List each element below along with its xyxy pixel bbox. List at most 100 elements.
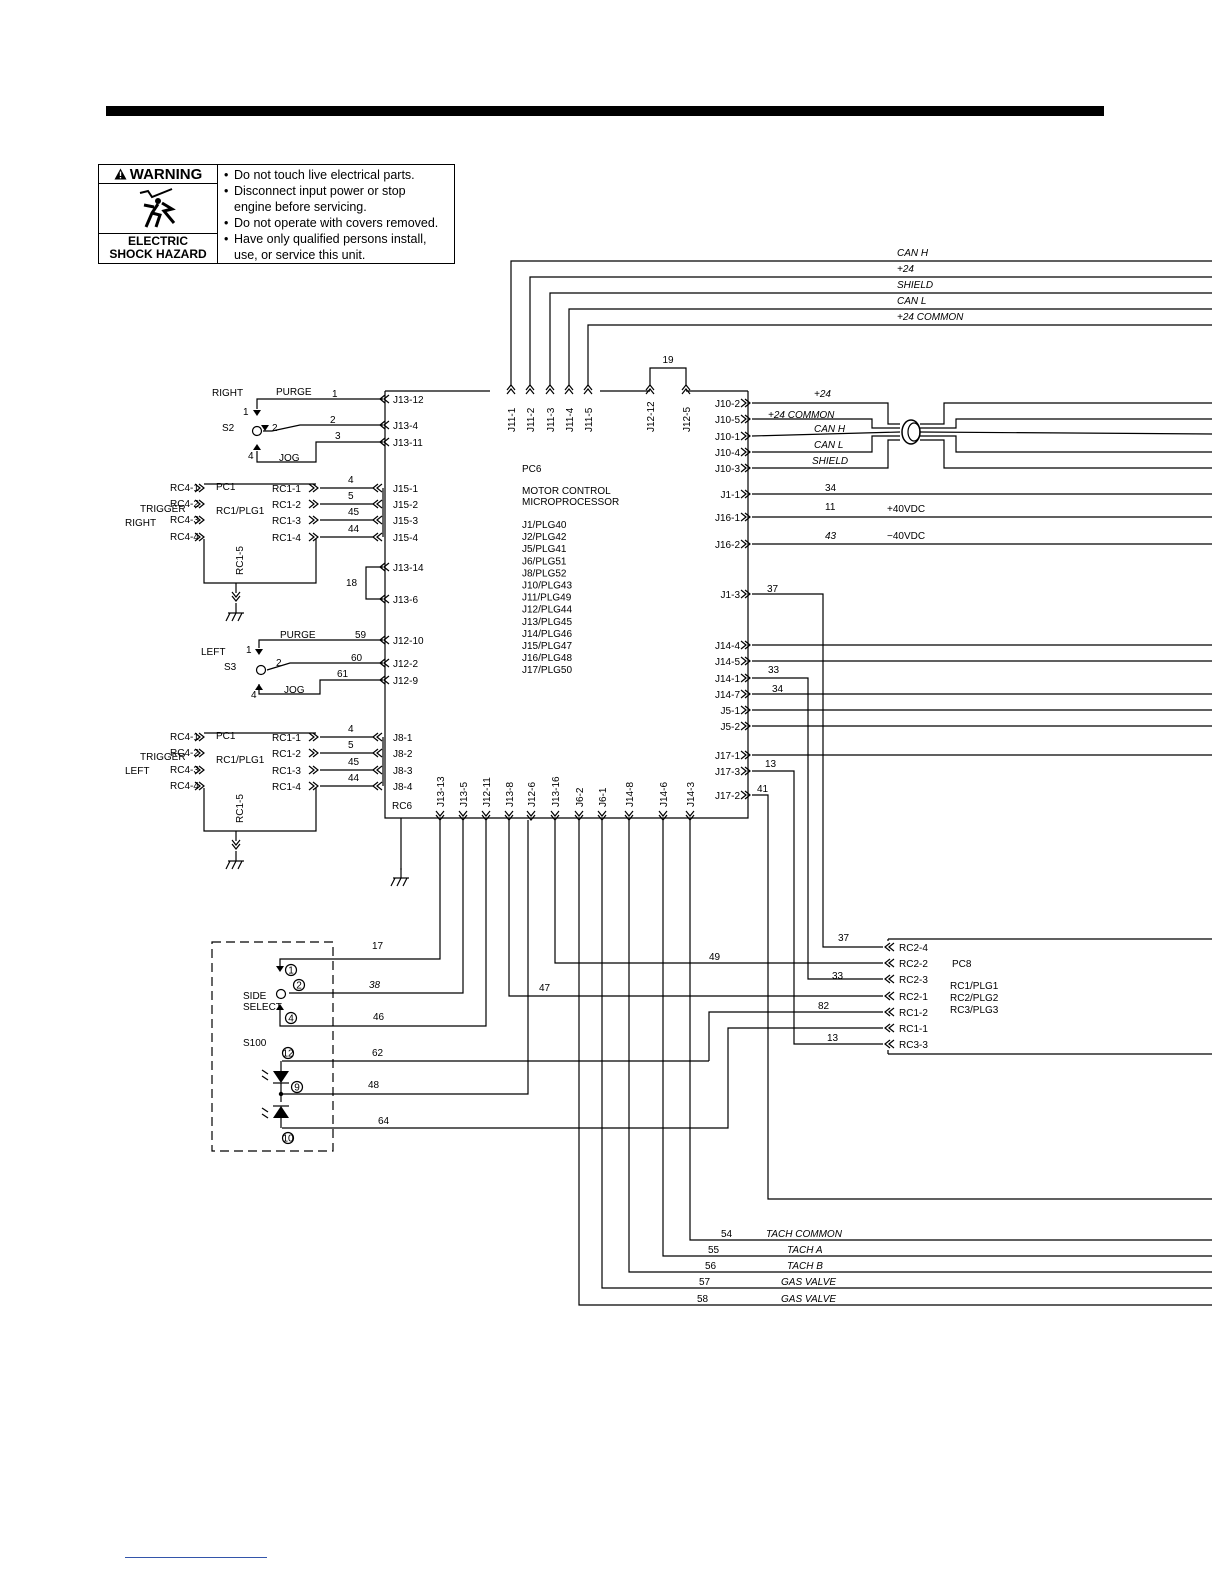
wire-number: 44 (348, 773, 360, 784)
switch-terminal-number: 2 (276, 658, 282, 669)
wire-number: 47 (539, 983, 551, 994)
connector-chevron (231, 839, 241, 850)
pin-label: J17-1 (715, 751, 740, 762)
pin-label: RC4-4 (170, 781, 199, 792)
bus-label: +24 COMMON (897, 312, 964, 323)
output-label: TACH COMMON (766, 1229, 843, 1240)
pin-label: J12-5 (682, 407, 693, 432)
pin-label: J11-4 (565, 407, 576, 432)
connector-chevron (574, 810, 584, 821)
warning-header: WARNING (99, 165, 217, 184)
bus-label: SHIELD (812, 456, 848, 467)
trigger-outline (203, 539, 317, 584)
switch-pivot (275, 988, 287, 1000)
pin-label: RC4-2 (170, 748, 199, 759)
wire-number: 13 (827, 1033, 839, 1044)
plug-list-item: J10/PLG43 (522, 581, 572, 592)
connector-chevron (740, 790, 751, 800)
switch-terminal-number: 2 (272, 423, 278, 434)
wire-number: 37 (767, 584, 779, 595)
connector-chevron (884, 974, 895, 984)
voltage-label: −40VDC (887, 531, 925, 542)
plug-list-item: J13/PLG45 (522, 617, 572, 628)
bus-wire (568, 308, 1212, 385)
side-select-label: SELECT (243, 1002, 282, 1013)
wire-49 (554, 820, 883, 964)
connector-chevron (740, 539, 751, 549)
connector-chevron (308, 765, 319, 775)
pin-label: RC1-4 (272, 782, 301, 793)
trigger-label: PC1 (216, 482, 236, 493)
warning-item-continued: engine before servicing. (234, 200, 367, 214)
connector-chevron (884, 1007, 895, 1017)
plug-list-item: J11/PLG49 (522, 593, 572, 604)
trigger-label: LEFT (125, 766, 149, 777)
wire-number: 17 (372, 941, 384, 952)
terminal-number: 2 (296, 981, 302, 992)
connector-chevron (740, 398, 751, 408)
hazard-line-1: ELECTRIC (128, 234, 188, 248)
wire-can-l (752, 435, 900, 453)
wire-61 (258, 679, 383, 695)
warning-item: Do not operate with covers removed. (224, 215, 438, 231)
connector-chevron (308, 532, 319, 542)
wire-number: 49 (709, 952, 721, 963)
board-label: MICROPROCESSOR (522, 497, 619, 508)
switch-terminal-number: 1 (246, 645, 252, 656)
pin-label: J12-12 (646, 401, 657, 432)
side-select-label: SIDE (243, 991, 267, 1002)
pin-label: J8-4 (393, 782, 413, 793)
wire-out (920, 439, 1212, 469)
pin-label: J14-6 (659, 782, 670, 807)
pin-label: RC1-3 (272, 516, 301, 527)
electric-shock-pictogram (99, 184, 217, 234)
wire-number: 44 (348, 524, 360, 535)
pin-label: J14-4 (715, 641, 740, 652)
terminal-number: 12 (282, 1049, 294, 1060)
wire-number: 62 (372, 1048, 384, 1059)
bus-label: CAN L (814, 440, 843, 451)
pin-label: J14-5 (715, 657, 740, 668)
pin-label: RC1-1 (272, 484, 301, 495)
led-ray-icon (261, 1075, 269, 1081)
wire-48 (281, 820, 529, 1095)
wire-out (919, 431, 1213, 435)
bus-wire (529, 276, 1212, 385)
connector-chevron (624, 810, 634, 821)
output-label: TACH B (787, 1261, 823, 1272)
connector-chevron (308, 483, 319, 493)
trigger-label: TRIGGER (140, 752, 186, 763)
connector-chevron (379, 420, 390, 430)
pin-label: RC1-2 (272, 749, 301, 760)
pin-label: RC3-3 (899, 1040, 928, 1051)
wire-3 (256, 441, 383, 463)
wire-number: 5 (348, 740, 354, 751)
wire-47 (508, 820, 883, 997)
pin-label: J17-3 (715, 767, 740, 778)
pin-label: RC2-3 (899, 975, 928, 986)
pin-label: RC4-4 (170, 532, 199, 543)
pin-label: RC1-4 (272, 533, 301, 544)
connector-chevron (884, 942, 895, 952)
wire-number: 55 (708, 1245, 720, 1256)
ground-icon (402, 877, 408, 887)
plug-list-item: J1/PLG40 (522, 520, 567, 531)
top-rule (106, 106, 1104, 116)
wire-number: 45 (348, 757, 360, 768)
pin-label: RC4-3 (170, 515, 199, 526)
trigger-outline (203, 788, 317, 832)
wire-number: 3 (335, 431, 341, 442)
pin-label: RC4-1 (170, 732, 199, 743)
output-label: GAS VALVE (781, 1294, 836, 1305)
wire-number: 13 (765, 759, 777, 770)
connector-chevron (740, 489, 751, 499)
pin-label: J13-14 (393, 563, 424, 574)
ground-icon (390, 877, 396, 887)
wire-number: 45 (348, 507, 360, 518)
wire-62 (708, 1011, 883, 1061)
wire-number: 33 (832, 971, 844, 982)
bus-label: +24 (897, 264, 914, 275)
pin-label: J11-5 (584, 407, 595, 432)
pin-label: RC4-2 (170, 499, 199, 510)
